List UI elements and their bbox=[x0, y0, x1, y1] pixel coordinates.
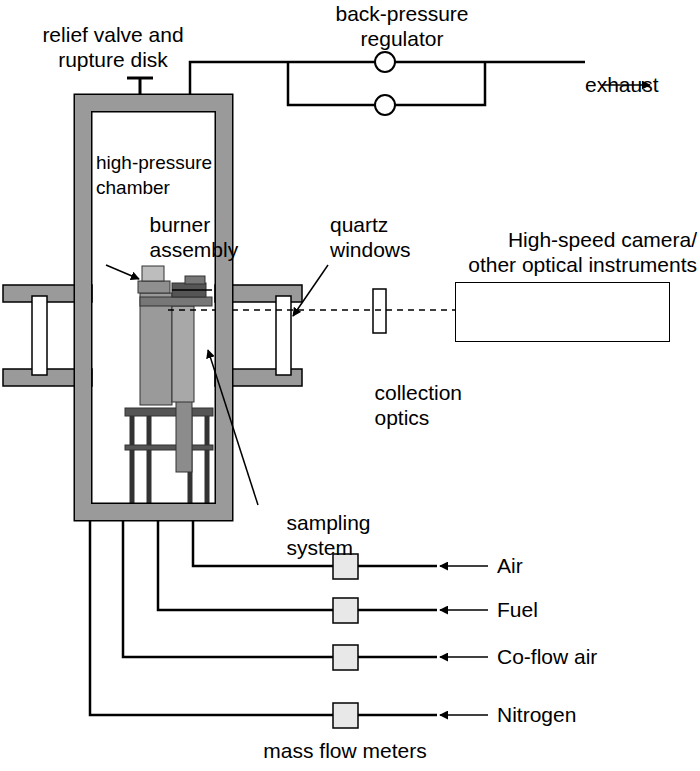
leader-arrow bbox=[293, 265, 328, 316]
burner-crossbar bbox=[125, 445, 213, 450]
gas-label: Nitrogen bbox=[497, 702, 508, 727]
component-label: sampling system bbox=[287, 510, 298, 560]
exhaust-arrow bbox=[602, 84, 650, 86]
leader-arrow bbox=[106, 265, 139, 279]
optical-path bbox=[232, 309, 455, 311]
component-label: relief valve and rupture disk bbox=[42, 22, 184, 72]
burner-cap bbox=[142, 266, 164, 281]
camera-box: High-speed camera/ other optical instrum… bbox=[455, 282, 670, 342]
burner-lower-column bbox=[176, 400, 192, 472]
mass-flow-meter bbox=[333, 645, 358, 670]
relief-valve-stem bbox=[139, 78, 142, 95]
component-label: mass flow meters bbox=[263, 738, 427, 763]
air-line bbox=[193, 520, 437, 566]
sampling-probe-holder bbox=[185, 276, 205, 284]
inlet-arrow bbox=[440, 656, 488, 658]
component-label: quartz windows bbox=[330, 212, 341, 262]
flow-label: exhaust bbox=[585, 72, 596, 97]
component-label: collection optics bbox=[375, 380, 386, 430]
sampling-probe bbox=[172, 289, 212, 291]
coflow-line bbox=[123, 520, 437, 657]
burner-body bbox=[140, 293, 172, 405]
collection-lens bbox=[373, 289, 386, 333]
burner-leg bbox=[130, 416, 134, 505]
inlet-arrow bbox=[440, 609, 488, 611]
nitrogen-line bbox=[90, 520, 437, 715]
burner-base-plate bbox=[125, 408, 213, 416]
burner-plate bbox=[138, 281, 170, 293]
burner-leg bbox=[205, 416, 209, 505]
burner-flange bbox=[140, 297, 212, 306]
gas-label: Co-flow air bbox=[497, 644, 598, 669]
gas-label: Air bbox=[497, 553, 508, 578]
burner-leg bbox=[147, 416, 151, 505]
leader-arrow bbox=[208, 350, 258, 505]
chamber-label: high-pressure chamber bbox=[96, 150, 213, 200]
component-label: burner assembly bbox=[150, 212, 161, 262]
inlet-arrows bbox=[440, 566, 488, 715]
pressure-chamber: high-pressure chamber bbox=[75, 95, 232, 520]
supply-lines bbox=[90, 520, 437, 715]
quartz-window bbox=[32, 296, 47, 375]
inlet-arrow bbox=[440, 714, 488, 716]
regulator-valve bbox=[375, 95, 395, 115]
mass-flow-meter bbox=[333, 554, 358, 579]
relief-valve-cap bbox=[127, 77, 153, 80]
gas-label: Fuel bbox=[497, 597, 508, 622]
burner-illustration bbox=[125, 266, 213, 505]
mass-flow-meter bbox=[333, 703, 358, 728]
component-label: back-pressure regulator bbox=[335, 1, 469, 51]
regulator-valve bbox=[375, 52, 395, 72]
quartz-window bbox=[276, 296, 291, 375]
burner-right-column bbox=[172, 306, 194, 402]
mass-flow-meter bbox=[333, 598, 358, 623]
instrument-label: High-speed camera/ other optical instrum… bbox=[468, 227, 697, 277]
inlet-arrow bbox=[440, 565, 488, 567]
mass-flow-meters bbox=[333, 554, 358, 728]
